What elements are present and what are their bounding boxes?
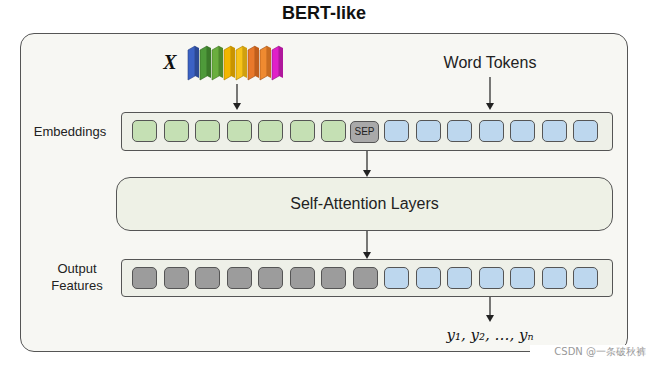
token-square	[384, 120, 409, 142]
token-band: Output Features	[121, 259, 613, 297]
token-square	[132, 267, 157, 289]
input-caption: Word Tokens	[420, 54, 560, 72]
token-square	[227, 267, 252, 289]
token-square	[573, 120, 598, 142]
token-square	[132, 120, 157, 142]
token-square	[321, 120, 346, 142]
input-symbol: X	[158, 51, 182, 74]
token-square	[258, 267, 283, 289]
token-square	[416, 120, 441, 142]
token-square	[164, 120, 189, 142]
model-frame: BERT-likeEmbeddingsSEPSelf-Attention Lay…	[20, 33, 628, 352]
band-label: Embeddings	[24, 123, 116, 140]
diagram-title: BERT-like	[21, 3, 627, 24]
watermark: CSDN @一条破秋裤	[530, 345, 646, 359]
token-square	[227, 120, 252, 142]
layer-box: Self-Attention Layers	[116, 177, 613, 231]
band-label: Output Features	[42, 261, 112, 295]
separator-token: SEP	[350, 121, 379, 143]
flow-arrow	[363, 231, 371, 259]
token-square	[510, 120, 535, 142]
token-square	[542, 267, 567, 289]
token-square	[542, 120, 567, 142]
token-square	[416, 267, 441, 289]
token-square	[195, 267, 220, 289]
token-square	[321, 267, 346, 289]
output-symbols: y₁, y₂, …, yₙ	[420, 326, 560, 344]
separator-text: SEP	[351, 122, 378, 142]
layer-name: Self-Attention Layers	[290, 195, 439, 213]
token-band: EmbeddingsSEP	[121, 112, 613, 151]
token-square	[258, 120, 283, 142]
token-square	[447, 267, 472, 289]
token-square	[164, 267, 189, 289]
token-square	[479, 267, 504, 289]
token-square	[573, 267, 598, 289]
token-square	[290, 267, 315, 289]
token-square	[195, 120, 220, 142]
token-square	[447, 120, 472, 142]
token-square	[384, 267, 409, 289]
token-square	[510, 267, 535, 289]
token-square	[290, 120, 315, 142]
token-square	[479, 120, 504, 142]
token-square	[353, 267, 378, 289]
flow-arrow	[363, 151, 371, 177]
